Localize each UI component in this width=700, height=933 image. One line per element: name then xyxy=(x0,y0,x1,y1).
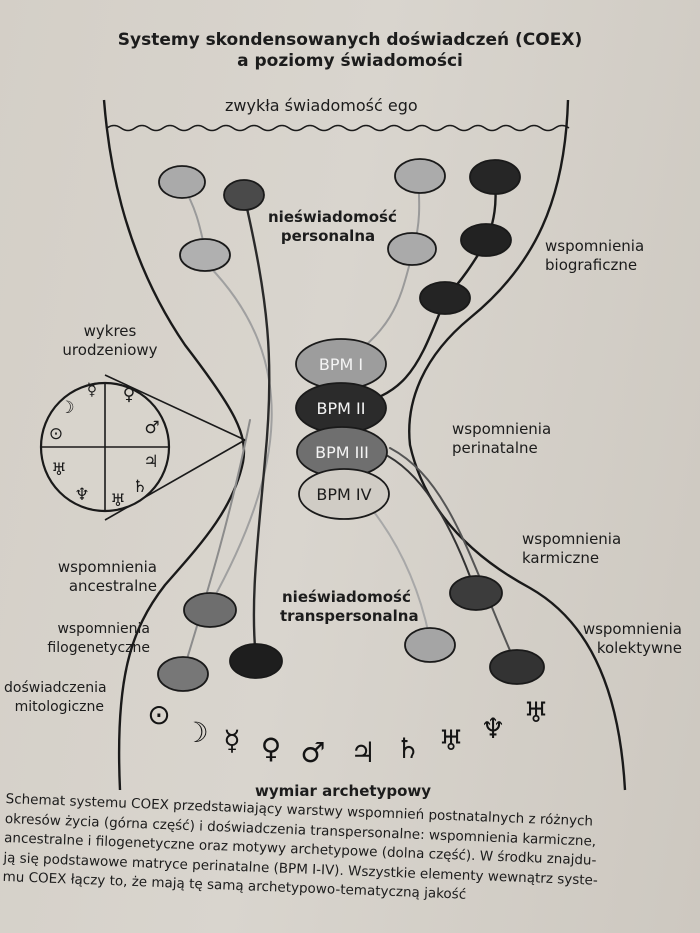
label-collective-1: wspomnienia xyxy=(582,620,682,638)
label-mythological-2: mitologiczne xyxy=(14,699,104,715)
connector-bpm3-to-karmic xyxy=(379,451,476,591)
label-ancestral-1: wspomnienia xyxy=(57,558,157,576)
memory-ellipse-black xyxy=(229,643,283,679)
memory-ellipse-black xyxy=(419,281,471,315)
title-line-2: a poziomy świadomości xyxy=(237,51,463,71)
hourglass-left-edge xyxy=(102,99,246,791)
archetype-glyph-neptune: ♆ xyxy=(480,712,505,745)
label-biographical-1: wspomnienia xyxy=(545,237,645,255)
label-mythological-1: doświadczenia xyxy=(4,680,107,696)
archetype-glyph-moon: ☽ xyxy=(183,716,208,749)
chart-glyph-venus: ♀ xyxy=(123,385,135,405)
chart-glyph-mars: ♂ xyxy=(144,418,159,438)
label-biographical-2: biograficzne xyxy=(545,256,638,274)
chart-glyph-uranus-2: ♅ xyxy=(110,491,125,511)
archetype-glyph-jupiter: ♃ xyxy=(350,736,375,769)
label-karmic-2: karmiczne xyxy=(522,549,600,567)
label-ancestral: wspomnienia ancestralne xyxy=(45,558,157,596)
bpm-label-1: BPM I xyxy=(319,355,363,374)
archetype-glyph-venus: ♀ xyxy=(261,732,282,765)
label-perinatal: wspomnienia perinatalne xyxy=(452,420,551,458)
label-mythological: doświadczenia mitologiczne xyxy=(4,679,107,717)
label-personal-2: personalna xyxy=(280,227,376,245)
label-archetypal: wymiar archetypowy xyxy=(255,782,432,800)
label-karmic-1: wspomnienia xyxy=(522,530,622,548)
memory-ellipse-black xyxy=(460,223,512,257)
chart-glyph-uranus: ♅ xyxy=(51,460,66,480)
memory-ellipse-dark xyxy=(489,649,545,685)
bpm-label-2: BPM II xyxy=(317,399,366,418)
archetype-glyph-sun: ⊙ xyxy=(147,698,170,731)
label-ancestral-2: ancestralne xyxy=(68,577,157,595)
chart-glyph-neptune: ♆ xyxy=(74,485,89,505)
label-birth-chart-2: urodzeniowy xyxy=(62,341,158,359)
connector-gray-mid-left xyxy=(182,419,251,673)
chart-glyph-jupiter: ♃ xyxy=(143,452,158,472)
label-collective: wspomnienia kolektywne xyxy=(580,620,682,658)
hourglass-right-edge xyxy=(408,99,627,791)
label-phylogenetic-1: wspomnienia xyxy=(57,621,150,637)
label-transpersonal-2: transpersonalna xyxy=(280,607,419,625)
label-biographical: wspomnienia biograficzne xyxy=(545,237,644,275)
diagram-title: Systemy skondensowanych doświadczeń (COE… xyxy=(60,30,640,72)
memory-ellipse-light xyxy=(179,238,231,272)
bpm-ellipse-4 xyxy=(298,468,390,520)
label-birth-chart: wykres urodzeniowy xyxy=(55,322,165,360)
label-transpersonal-1: nieświadomość xyxy=(282,588,411,606)
memory-ellipse-light xyxy=(387,232,437,266)
label-transpersonal-unconscious: nieświadomość transpersonalna xyxy=(280,588,419,626)
title-line-1: Systemy skondensowanych doświadczeń (COE… xyxy=(117,30,583,50)
archetype-glyph-saturn: ♄ xyxy=(395,732,420,765)
memory-ellipse-black xyxy=(469,159,521,195)
memory-ellipse-light xyxy=(404,627,456,663)
chart-glyph-saturn: ♄ xyxy=(132,477,147,497)
label-ego: zwykła świadomość ego xyxy=(225,96,418,115)
label-collective-2: kolektywne xyxy=(596,639,682,657)
label-perinatal-1: wspomnienia xyxy=(452,420,552,438)
archetype-glyph-uranus-2: ♅ xyxy=(523,696,548,729)
birth-chart: ☿ ☽ ⊙ ♀ ♂ ♃ ♄ ♅ ♆ ♅ xyxy=(39,374,246,521)
label-karmic: wspomnienia karmiczne xyxy=(522,530,621,568)
label-birth-chart-1: wykres xyxy=(83,322,137,340)
label-phylogenetic-2: filogenetyczne xyxy=(47,640,150,656)
chart-glyph-sun: ⊙ xyxy=(49,424,63,444)
bpm-label-3: BPM III xyxy=(315,443,369,462)
chart-glyph-moon: ☽ xyxy=(59,398,74,418)
label-phylogenetic: wspomnienia filogenetyczne xyxy=(30,620,150,658)
memory-ellipse-light xyxy=(158,165,206,199)
archetype-glyph-mars: ♂ xyxy=(300,736,325,769)
ego-wave-line xyxy=(106,124,570,132)
archetype-glyph-uranus: ♅ xyxy=(438,724,463,757)
label-perinatal-2: perinatalne xyxy=(452,439,538,457)
archetype-glyph-mercury: ☿ xyxy=(223,724,240,757)
memory-ellipse-dark xyxy=(449,575,503,611)
connector-bpm3-to-collective xyxy=(389,447,516,663)
label-personal-unconscious: nieświadomość personalna xyxy=(268,208,397,246)
bpm-label-4: BPM IV xyxy=(316,485,371,504)
memory-ellipse-dark xyxy=(223,179,265,211)
connector-dark-left-long xyxy=(242,193,271,662)
label-personal-1: nieświadomość xyxy=(268,208,397,226)
connector-gray-left-long xyxy=(207,264,273,606)
memory-ellipse-light xyxy=(394,158,446,194)
chart-glyph-mercury: ☿ xyxy=(87,380,97,400)
memory-ellipse-mid xyxy=(157,656,209,692)
memory-ellipse-mid xyxy=(183,592,237,628)
